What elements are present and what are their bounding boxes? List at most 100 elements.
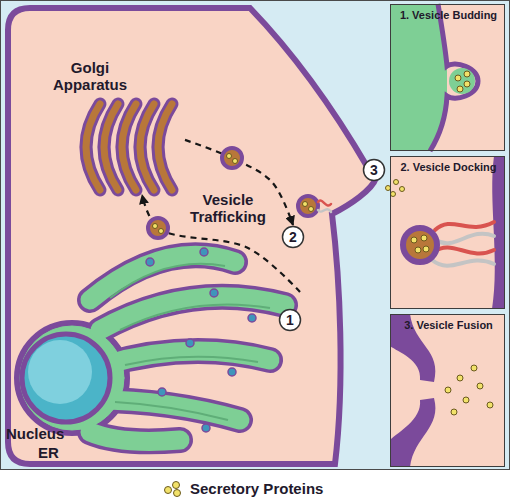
ribosome	[146, 258, 154, 266]
snare-protein	[436, 234, 494, 244]
fusing-membrane	[390, 314, 435, 382]
er-fold	[115, 402, 228, 420]
organelle-region: Nucleus	[22, 334, 110, 422]
panel-background	[390, 4, 505, 151]
protein-dot	[159, 229, 164, 234]
er-fold	[110, 264, 225, 298]
er-lobe	[105, 351, 270, 365]
docking-vesicle	[298, 196, 318, 216]
protein-dot	[457, 375, 463, 381]
protein-dot	[487, 402, 493, 408]
golgi-cisterna	[140, 104, 154, 190]
protein-dot	[400, 187, 405, 192]
cell-membrane	[8, 8, 376, 464]
callout-number: 2	[281, 225, 305, 249]
transport-vesicle	[222, 148, 242, 168]
panel-background	[390, 156, 505, 309]
protein-dot	[421, 235, 427, 241]
golgi-cisterna	[158, 104, 172, 190]
snare-protein	[318, 200, 331, 205]
panel-title: 2. Vesicle Docking	[391, 161, 506, 173]
protein-dot	[445, 387, 451, 393]
nucleus	[22, 334, 110, 422]
callout-circle	[280, 310, 301, 331]
protein-dot	[303, 202, 308, 207]
protein-dot	[457, 86, 463, 92]
protein-dot	[471, 365, 477, 371]
er-lobe	[90, 255, 235, 300]
transport-vesicle	[148, 218, 168, 238]
protein-dot	[173, 482, 180, 489]
frame	[1, 1, 510, 470]
protein-dot	[423, 246, 429, 252]
er-lobe	[95, 400, 240, 420]
budding-membrane	[430, 4, 478, 151]
er-lobe	[90, 432, 180, 441]
protein-dot	[477, 383, 483, 389]
fusing-membrane	[390, 398, 435, 467]
ribosome	[210, 289, 218, 297]
protein-dot	[391, 192, 396, 197]
vesicles	[148, 148, 318, 238]
ribosome	[158, 388, 166, 396]
secretory-proteins	[445, 365, 493, 415]
protein-dot	[394, 180, 399, 185]
protein-dot	[153, 224, 158, 229]
docking-vesicle	[403, 228, 437, 262]
snare-protein	[432, 260, 494, 266]
snare-proteins	[318, 200, 331, 212]
panel-title: 1. Vesicle Budding	[391, 9, 506, 21]
er-lumen	[20, 255, 285, 441]
ribosome	[228, 368, 236, 376]
process-label: Vesicle Trafficking	[178, 192, 278, 226]
snare-protein	[435, 222, 494, 230]
er-lobe	[105, 351, 270, 365]
plasma-membrane	[492, 156, 505, 309]
protein-dot	[174, 490, 181, 497]
protein-dot	[455, 75, 461, 81]
snare-proteins	[432, 222, 494, 266]
trafficking-arrow	[185, 140, 293, 225]
golgi-cisterna	[158, 104, 172, 190]
golgi-cisterna	[86, 104, 100, 190]
ribosome	[202, 424, 210, 432]
snare-protein	[318, 209, 331, 212]
secretory-proteins	[411, 235, 429, 253]
protein-dot	[165, 487, 172, 494]
golgi-cisterna	[122, 104, 136, 190]
er-lobe	[90, 432, 180, 441]
protein-dot	[451, 409, 457, 415]
er-lobe	[100, 297, 285, 330]
budding-vesicle	[449, 68, 475, 94]
detail-panel: 3. Vesicle Fusion	[390, 314, 505, 467]
callout-circle	[364, 160, 385, 181]
callout-circle	[283, 227, 304, 248]
ribosome	[248, 314, 256, 322]
protein-dot	[415, 247, 421, 253]
golgi-outline	[86, 104, 172, 190]
protein-dot	[411, 237, 417, 243]
organelle-region: ER	[28, 242, 300, 437]
protein-dot	[233, 159, 238, 164]
callout-number: 2	[281, 225, 305, 249]
detail-panel: 2. Vesicle Docking	[390, 156, 505, 309]
protein-dot	[227, 154, 232, 159]
er-fold	[125, 357, 258, 365]
callout-number: 3	[362, 158, 386, 182]
secretory-proteins	[153, 154, 405, 234]
er-body	[16, 322, 128, 434]
protein-dot	[309, 207, 314, 212]
er-fold-lines	[110, 264, 270, 420]
callout-number: 3	[362, 158, 386, 182]
protein-dot	[463, 397, 469, 403]
er-fold	[120, 304, 270, 330]
legend-text: Secretory Proteins	[190, 480, 323, 497]
er-lobe	[100, 297, 285, 330]
callout-number: 1	[278, 308, 302, 332]
golgi-lumen	[86, 104, 172, 190]
